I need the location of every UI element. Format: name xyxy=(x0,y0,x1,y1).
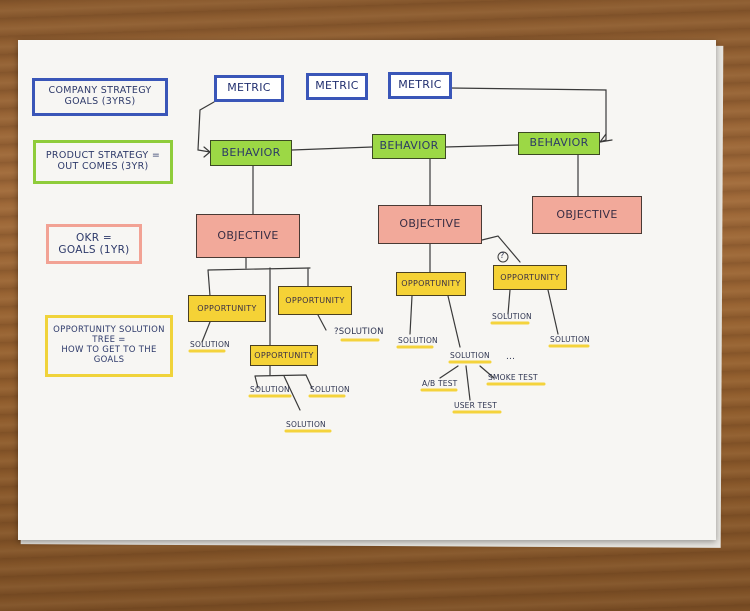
connector-behavior-1-2 xyxy=(291,146,373,151)
opportunity-3: OPPORTUNITY xyxy=(250,345,318,366)
ellipsis-mark: ... xyxy=(506,352,516,362)
connector-opp-1-solution xyxy=(201,321,211,343)
opportunity-4: OPPORTUNITY xyxy=(396,272,466,296)
metric-2: METRIC xyxy=(306,73,368,100)
opportunity-5: OPPORTUNITY xyxy=(493,265,567,290)
solution-7: SOLUTION xyxy=(310,385,350,394)
solution-4: SOLUTION xyxy=(550,335,590,344)
legend-company-strategy: COMPANY STRATEGY GOALS (3YRS) xyxy=(32,78,168,116)
legend-opportunity-solution-tree: OPPORTUNITY SOLUTION TREE = HOW TO GET T… xyxy=(45,315,173,377)
solution-1: SOLUTION xyxy=(190,340,230,349)
connector-objective-1-tree xyxy=(207,257,311,346)
behavior-3: BEHAVIOR xyxy=(518,132,600,155)
legend-okr: OKR = GOALS (1YR) xyxy=(46,224,142,264)
objective-3: OBJECTIVE xyxy=(532,196,642,234)
test-user: USER TEST xyxy=(454,401,498,410)
objective-1: OBJECTIVE xyxy=(196,214,300,258)
question-circle xyxy=(497,251,509,263)
connector-behavior-2-3 xyxy=(444,144,519,148)
test-smoke: SMOKE TEST xyxy=(488,373,538,382)
solution-6: SOLUTION xyxy=(250,385,290,394)
paper-sheet xyxy=(18,40,716,540)
question-mark: ? xyxy=(500,251,505,260)
solution-9: SOLUTION xyxy=(492,312,532,321)
test-ab: A/B TEST xyxy=(422,379,458,388)
opportunity-2: OPPORTUNITY xyxy=(278,286,352,315)
metric-3: METRIC xyxy=(388,72,452,99)
metric-1: METRIC xyxy=(214,75,284,102)
connector-metric-behavior-1 xyxy=(197,101,215,153)
behavior-1: BEHAVIOR xyxy=(210,140,292,166)
solution-8: SOLUTION xyxy=(286,420,326,429)
solution-3: SOLUTION xyxy=(398,336,438,345)
opportunity-1: OPPORTUNITY xyxy=(188,295,266,322)
legend-product-strategy: PRODUCT STRATEGY = OUT COMES (3YR) xyxy=(33,140,173,184)
behavior-2: BEHAVIOR xyxy=(372,134,446,159)
solution-5: SOLUTION xyxy=(450,351,490,360)
objective-2: OBJECTIVE xyxy=(378,205,482,244)
solution-2: ?SOLUTION xyxy=(334,327,384,337)
